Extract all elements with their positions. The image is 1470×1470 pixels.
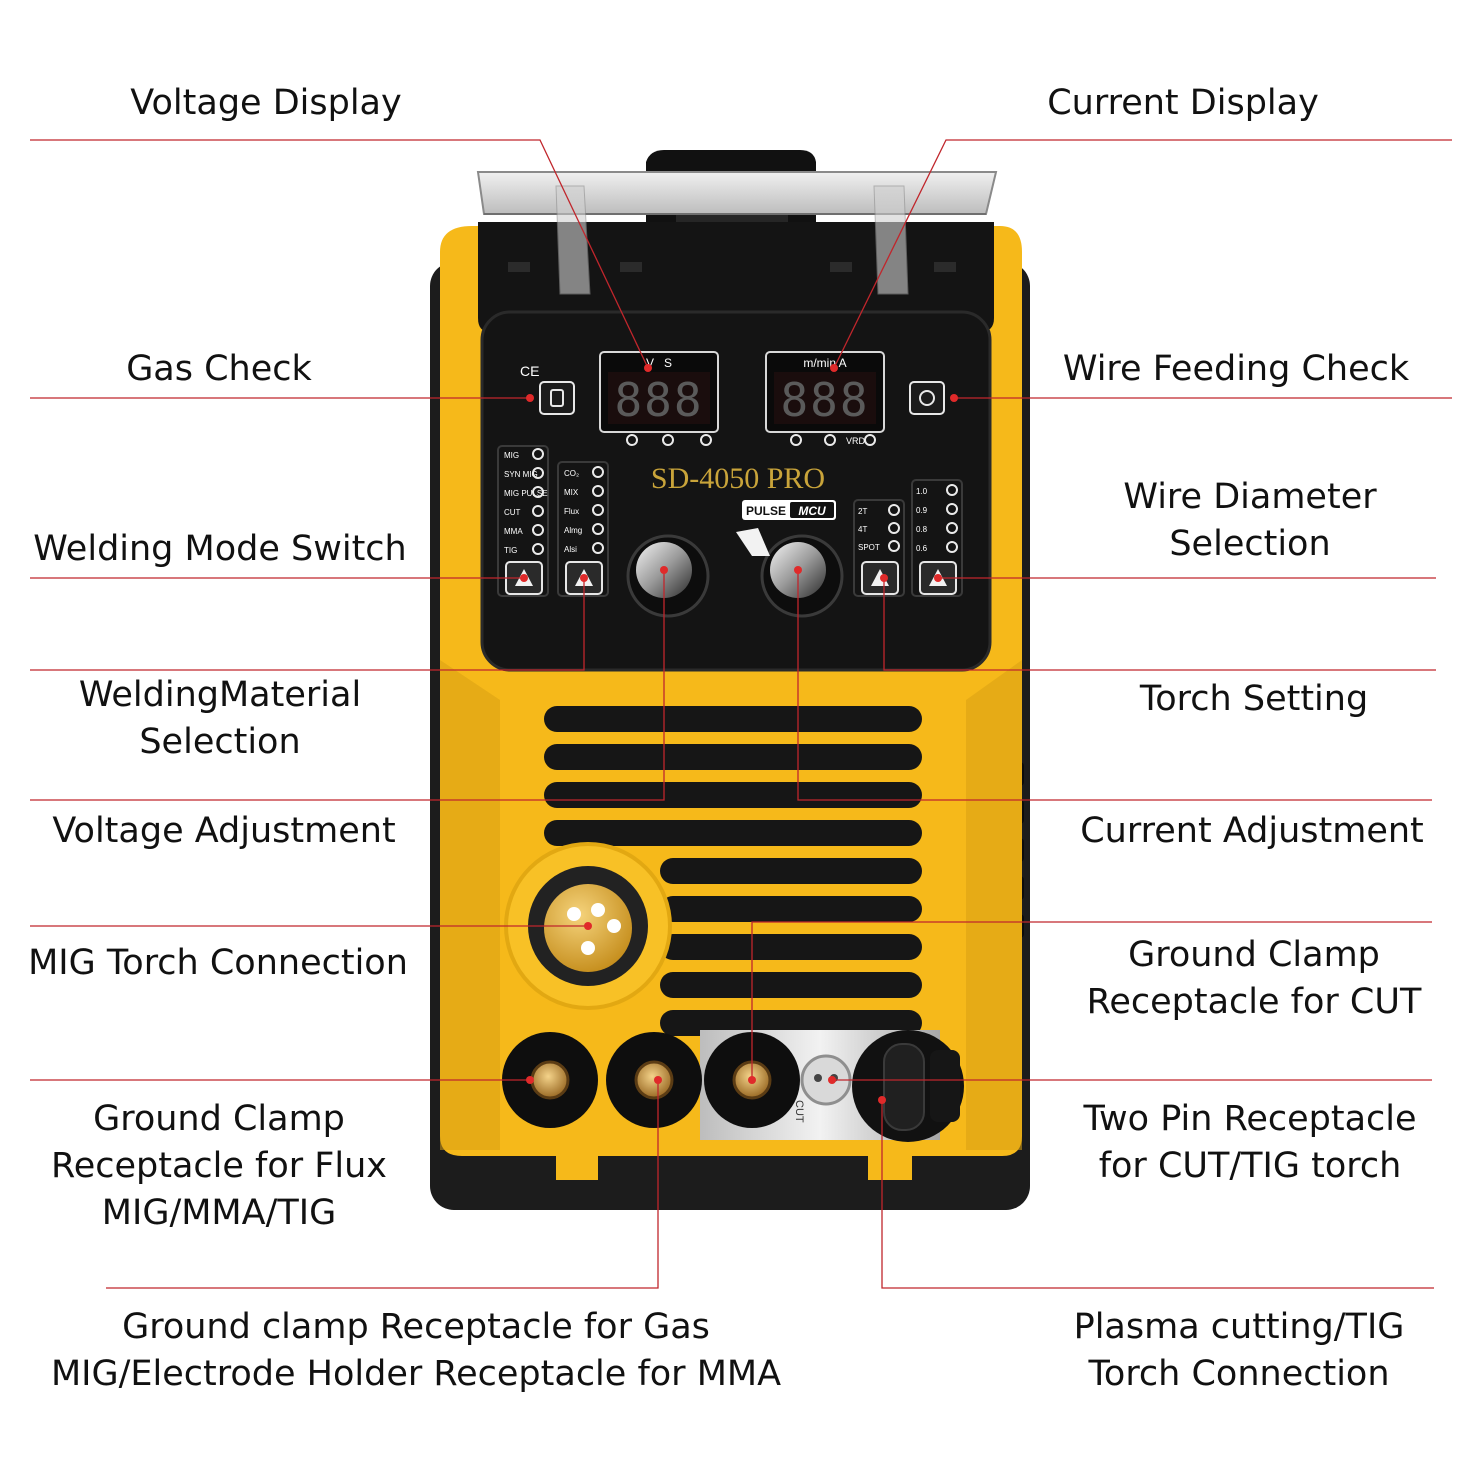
wire-option-led [946, 484, 958, 496]
torch-option-led [888, 522, 900, 534]
label-welding-mode-switch: Welding Mode Switch [33, 529, 407, 569]
wire-option-label: 0.9 [916, 506, 928, 515]
gas-cylinder-icon [550, 389, 564, 407]
current-display-units: m/min A [803, 356, 846, 370]
label-torch-setting: Torch Setting [1139, 679, 1369, 719]
vent-slot [660, 896, 922, 922]
flux-ground-receptacle[interactable] [502, 1032, 598, 1128]
vent-slot [544, 744, 922, 770]
mode-option-led [532, 486, 544, 498]
torch-option-label: 4T [858, 525, 867, 534]
mode-option-led [532, 543, 544, 555]
current-knob[interactable] [760, 534, 844, 618]
mode-option-label: MMA [504, 527, 523, 536]
torch-option-label: SPOT [858, 543, 880, 552]
label-mig-torch-connection: MIG Torch Connection [28, 943, 408, 983]
display-indicator-leds [626, 434, 876, 446]
cut-label: CUT [793, 1100, 805, 1123]
leader-lines [30, 139, 1452, 1289]
voltage-display-screen: 888 V S [599, 351, 719, 433]
vent-slot [544, 706, 922, 732]
welding-mode-list: MIG SYN MIG MIG PULSE CUT MMA TIG [504, 448, 548, 555]
leader-endpoints [520, 364, 958, 1104]
wire-diameter-list: 1.0 0.9 0.8 0.6 [916, 484, 958, 553]
vent-slot [660, 1010, 922, 1036]
wire-option-label: 1.0 [916, 487, 928, 496]
label-gas-check: Gas Check [126, 349, 312, 389]
mode-option-label: SYN MIG [504, 470, 538, 479]
current-display-screen: 888 m/min A [765, 351, 885, 433]
mode-option-led [532, 524, 544, 536]
vent-slot [544, 820, 922, 846]
material-option-label: Almg [564, 526, 582, 535]
voltage-knob[interactable] [626, 534, 710, 618]
material-option-label: Flux [564, 507, 579, 516]
torch-setting-list: 2T 4T SPOT [858, 504, 900, 552]
label-wire-feeding-check: Wire Feeding Check [1062, 349, 1410, 389]
material-option-led [592, 542, 604, 554]
wire-option-led [946, 503, 958, 515]
vent-slot [544, 782, 922, 808]
mode-option-label: MIG [504, 451, 519, 460]
material-option-label: CO₂ [564, 469, 579, 478]
mode-option-label: MIG PULSE [504, 489, 548, 498]
vent-grille [544, 706, 922, 1036]
material-option-label: MIX [564, 488, 579, 497]
label-current-adjustment: Current Adjustment [1080, 811, 1424, 851]
mode-option-label: TIG [504, 546, 517, 555]
wire-option-led [946, 541, 958, 553]
mode-option-led [532, 448, 544, 460]
current-display-digits: 888 [780, 373, 869, 427]
mode-option-label: CUT [504, 508, 521, 517]
mode-option-led [532, 505, 544, 517]
voltage-display-digits: 888 [614, 373, 703, 427]
vent-slot [660, 858, 922, 884]
label-current-display: Current Display [1047, 83, 1319, 123]
panel-lid [476, 171, 998, 295]
torch-icon [736, 528, 770, 556]
mode-option-led [532, 467, 544, 479]
plasma-torch-connector[interactable] [852, 1030, 964, 1142]
wire-option-led [946, 522, 958, 534]
wire-feed-check-button[interactable] [909, 381, 945, 415]
vrd-label: VRD [846, 436, 866, 446]
torch-option-led [888, 540, 900, 552]
badge-pulse: PULSE [746, 504, 786, 518]
wire-option-label: 0.6 [916, 544, 928, 553]
voltage-display-units: V S [646, 356, 672, 370]
ce-mark: CE [520, 363, 539, 379]
vent-slot [660, 934, 922, 960]
material-option-led [592, 504, 604, 516]
material-option-label: Alsi [564, 545, 577, 554]
torch-option-label: 2T [858, 507, 867, 516]
vent-slot [660, 972, 922, 998]
wire-spool-icon [919, 390, 935, 406]
material-option-led [592, 466, 604, 478]
label-voltage-adjustment: Voltage Adjustment [52, 811, 396, 851]
material-option-led [592, 523, 604, 535]
badge-mcu: MCU [798, 504, 826, 518]
label-voltage-display: Voltage Display [130, 83, 402, 123]
wire-option-label: 0.8 [916, 525, 928, 534]
torch-option-led [888, 504, 900, 516]
model-name: SD-4050 PRO [651, 462, 825, 495]
gas-check-button[interactable] [539, 381, 575, 415]
material-option-led [592, 485, 604, 497]
